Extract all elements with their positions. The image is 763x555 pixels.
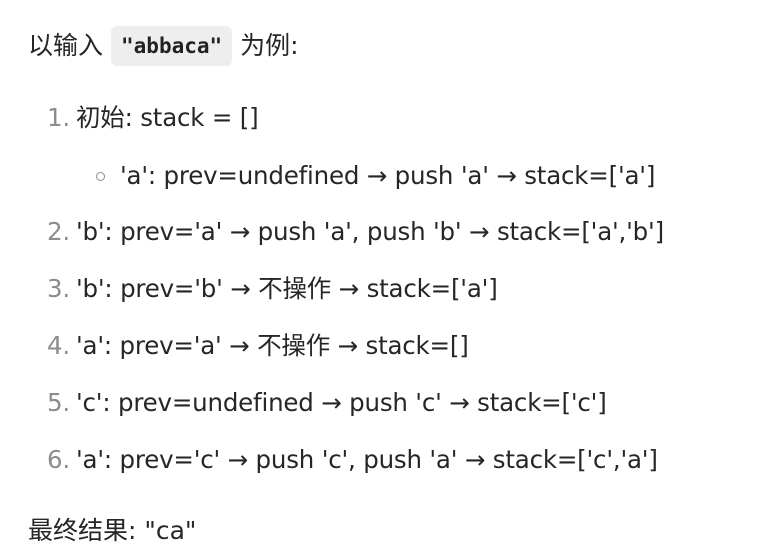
step-text: 'b': prev='b' → 不操作 → stack=['a'] (76, 274, 498, 303)
step-text: 'a': prev='a' → 不操作 → stack=[] (76, 331, 469, 360)
step-item-5: 5. 'c': prev=undefined → push 'c' → stac… (0, 383, 607, 423)
input-code-snippet: "abbaca" (111, 26, 233, 66)
step-item-4: 4. 'a': prev='a' → 不操作 → stack=[] (0, 326, 469, 366)
step-number: 1. (47, 103, 70, 132)
step-item-3: 3. 'b': prev='b' → 不操作 → stack=['a'] (0, 269, 498, 309)
intro-prefix: 以输入 (28, 31, 104, 60)
step-text: 初始: stack = [] (76, 103, 259, 132)
step-item-1: 1. 初始: stack = [] (0, 98, 259, 138)
step-text: 'a': prev='c' → push 'c', push 'a' → sta… (76, 445, 658, 474)
step-item-2: 2. 'b': prev='a' → push 'a', push 'b' → … (0, 212, 664, 252)
intro-suffix: 为例: (240, 31, 299, 60)
hollow-bullet-icon (96, 171, 105, 181)
final-result: 最终结果: "ca" (28, 511, 196, 551)
step-text: 'b': prev='a' → push 'a', push 'b' → sta… (76, 217, 664, 246)
step-number: 2. (47, 217, 70, 246)
final-result-text: 最终结果: "ca" (28, 516, 197, 545)
substep-text: 'a': prev=undefined → push 'a' → stack=[… (120, 161, 656, 190)
step-number: 3. (47, 274, 70, 303)
step-text: 'c': prev=undefined → push 'c' → stack=[… (76, 388, 607, 417)
substep-item: 'a': prev=undefined → push 'a' → stack=[… (96, 156, 655, 196)
step-number: 5. (47, 388, 70, 417)
intro-line: 以输入 "abbaca" 为例: (28, 26, 299, 66)
step-item-6: 6. 'a': prev='c' → push 'c', push 'a' → … (0, 440, 658, 480)
step-number: 6. (47, 445, 70, 474)
step-number: 4. (47, 331, 70, 360)
